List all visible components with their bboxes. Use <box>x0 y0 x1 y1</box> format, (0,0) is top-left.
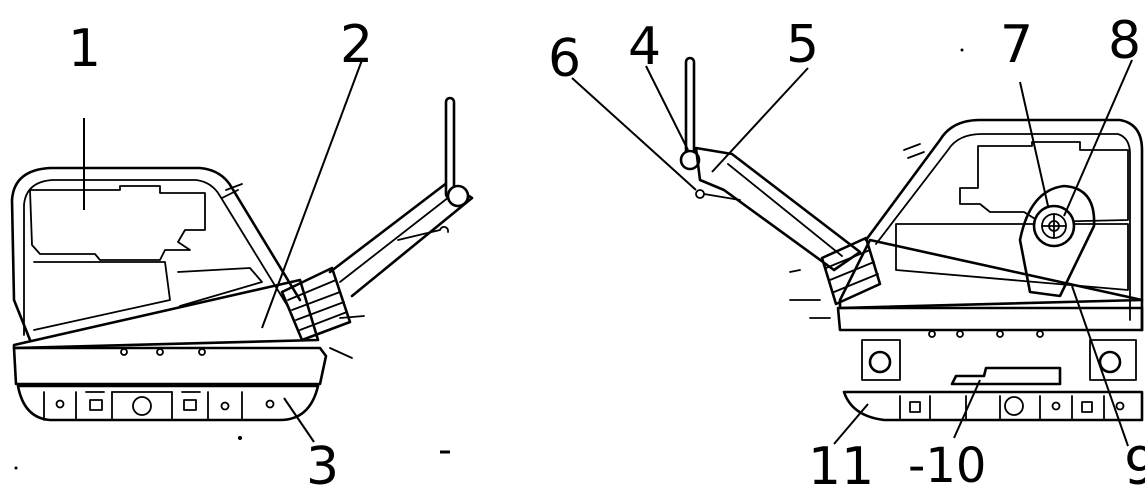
left-base-plate <box>16 384 320 422</box>
right-machine-view <box>679 56 1144 422</box>
right-isolators <box>861 339 1137 386</box>
callout-11: 11 <box>808 437 874 490</box>
callout-8: 8 <box>1108 11 1141 71</box>
leader-lines <box>83 59 1133 447</box>
right-handle <box>679 56 862 319</box>
callout-1: 1 <box>68 19 101 79</box>
left-machine-view <box>10 96 474 422</box>
left-base <box>12 278 328 386</box>
callout-2: 2 <box>340 15 373 75</box>
pulley <box>1018 184 1096 298</box>
callout-9: 9 <box>1124 437 1145 490</box>
callout-labels: 1 2 3 4 5 6 7 8 9 -10 11 <box>68 11 1145 490</box>
left-handle <box>328 96 474 359</box>
scan-specks <box>14 48 964 470</box>
callout-5: 5 <box>786 15 819 75</box>
callout-4: 4 <box>628 17 661 77</box>
callout-10: -10 <box>908 438 986 490</box>
right-roll-bar <box>864 118 1144 332</box>
right-base-plate <box>842 390 1144 422</box>
engine <box>29 185 263 331</box>
vibrator <box>950 366 1062 386</box>
right-base <box>836 238 1144 338</box>
callout-6: 6 <box>548 29 581 89</box>
left-bellows <box>280 266 352 342</box>
callout-3: 3 <box>306 437 339 490</box>
callout-7: 7 <box>1000 15 1033 75</box>
left-roll-bar <box>10 166 302 342</box>
